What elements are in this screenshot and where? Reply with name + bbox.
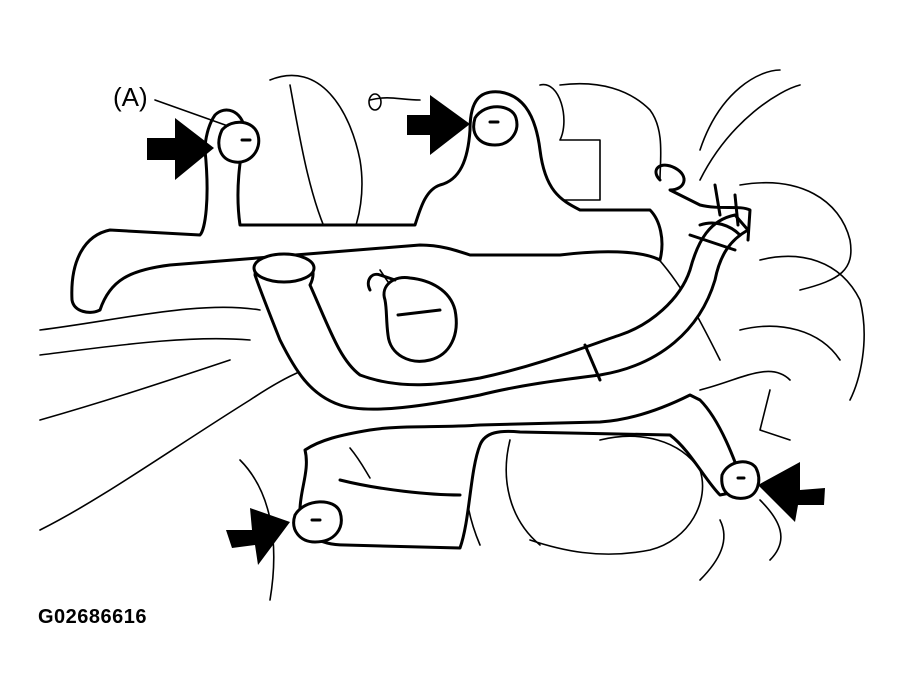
arrow-bolt-top-icon: [407, 95, 470, 155]
sensor-connector: [382, 275, 458, 363]
bolt-lower-left: [292, 500, 343, 544]
pipe-sleeve: [583, 343, 602, 382]
callout-leader-line: [154, 99, 229, 127]
arrow-bolt-lower-left-icon: [226, 508, 290, 565]
figure-code: G02686616: [38, 606, 148, 628]
bolt-a: [217, 120, 261, 164]
pipe-end: [252, 252, 316, 284]
bracket-upper-plate: [70, 90, 664, 314]
arrow-bolt-right-icon: [758, 462, 825, 522]
bolt-top: [472, 105, 519, 147]
background-engine-outlines: [39, 69, 865, 601]
bracket-lower-plate: [298, 393, 747, 550]
arrow-bolt-a-icon: [147, 118, 214, 180]
callout-label-a: (A): [113, 82, 148, 112]
bolt-right: [720, 460, 761, 500]
hose-clamp: [654, 163, 752, 242]
coolant-pipe: [253, 213, 750, 411]
